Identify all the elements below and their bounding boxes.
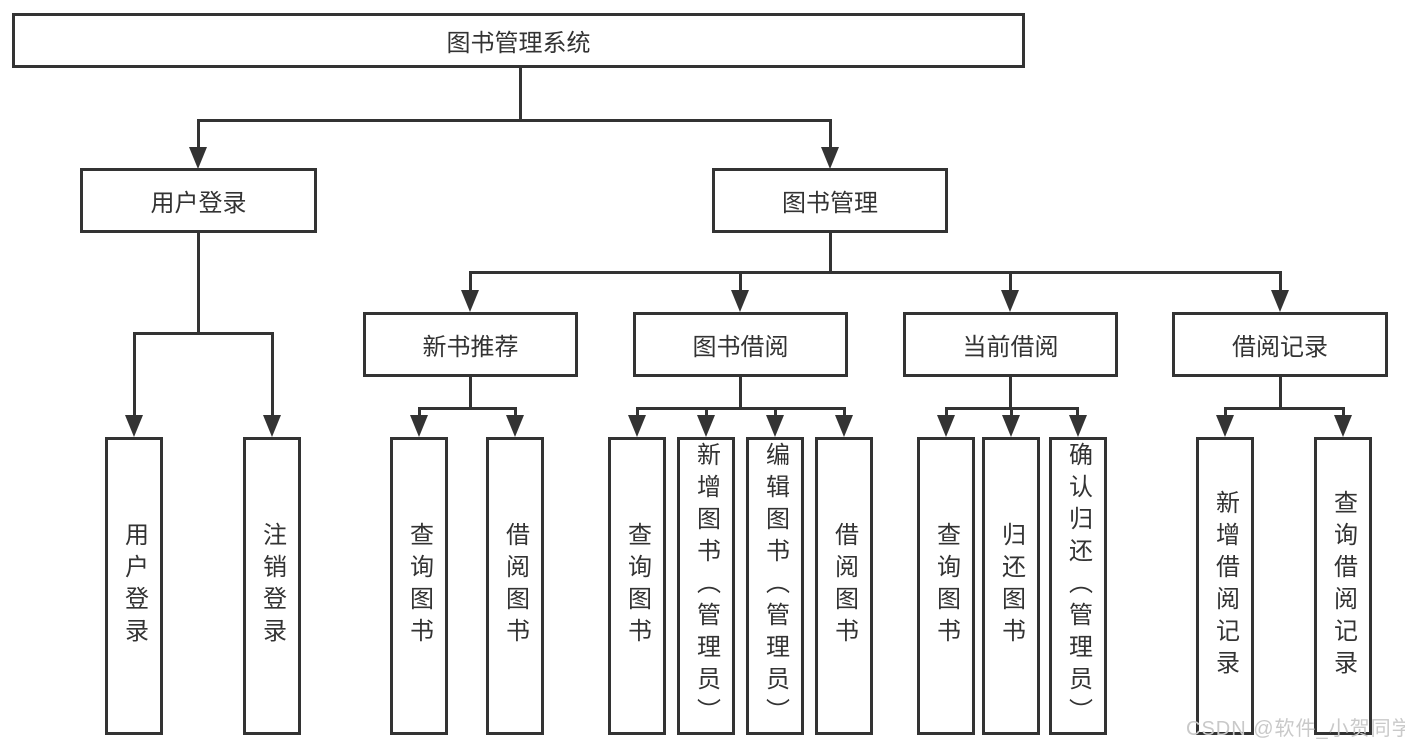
connector-drop [705,407,708,417]
arrowhead-down-icon [628,415,646,437]
arrowhead-down-icon [731,290,749,312]
arrowhead-down-icon [766,415,784,437]
arrowhead-down-icon [410,415,428,437]
arrowhead-down-icon [835,415,853,437]
connector-drop [1009,271,1012,293]
leaf-confirm-return-admin: 确认归还（管理员） [1049,437,1107,735]
connector-stem [469,376,472,409]
arrowhead-down-icon [1334,415,1352,437]
leaf-edit-book-admin: 编辑图书（管理员） [746,437,804,735]
arrowhead-down-icon [1069,415,1087,437]
leaf-add-borrow-record: 新增借阅记录 [1196,437,1254,735]
connector-drop [133,332,136,417]
connector-stem [1009,376,1012,409]
leaf-user-login: 用户登录 [105,437,163,735]
arrowhead-down-icon [697,415,715,437]
leaf-logout: 注销登录 [243,437,301,735]
node-borrowing-records: 借阅记录 [1172,312,1388,377]
arrowhead-down-icon [1271,290,1289,312]
connector-stem [1279,376,1282,409]
connector-user-login-stem [197,231,200,334]
leaf-borrow-book-recommend: 借阅图书 [486,437,544,735]
connector-drop [197,119,200,149]
connector-user-login-branch [133,332,274,335]
arrowhead-down-icon [506,415,524,437]
leaf-return-book: 归还图书 [982,437,1040,735]
connector-drop [636,407,639,417]
arrowhead-down-icon [189,147,207,169]
node-new-book-recommendation: 新书推荐 [363,312,578,377]
leaf-query-book-current: 查询图书 [917,437,975,735]
arrowhead-down-icon [1001,290,1019,312]
arrowhead-down-icon [263,415,281,437]
connector-book-management-stem [829,231,832,273]
leaf-query-book-recommend: 查询图书 [390,437,448,735]
connector-branch [418,407,517,410]
node-user-login: 用户登录 [80,168,317,233]
connector-drop [1076,407,1079,417]
arrowhead-down-icon [125,415,143,437]
connector-drop [945,407,948,417]
node-book-management: 图书管理 [712,168,948,233]
connector-level2-branch [469,271,1281,274]
connector-drop [469,271,472,293]
connector-branch [1224,407,1344,410]
connector-drop [1224,407,1227,417]
csdn-watermark: CSDN @软件_小贺同学 [1186,718,1405,740]
leaf-add-book-admin: 新增图书（管理员） [677,437,735,735]
connector-drop [271,332,274,417]
connector-root-trunk [519,68,522,122]
connector-drop [418,407,421,417]
connector-drop [1342,407,1345,417]
connector-drop [739,271,742,293]
node-book-borrowing: 图书借阅 [633,312,848,377]
arrowhead-down-icon [1002,415,1020,437]
connector-drop [1279,271,1282,293]
arrowhead-down-icon [937,415,955,437]
leaf-query-borrow-record: 查询借阅记录 [1314,437,1372,735]
connector-drop [829,119,832,149]
connector-stem [739,376,742,409]
leaf-query-book-borrow: 查询图书 [608,437,666,735]
node-library-management-system: 图书管理系统 [12,13,1025,68]
arrowhead-down-icon [1216,415,1234,437]
arrowhead-down-icon [821,147,839,169]
arrowhead-down-icon [461,290,479,312]
connector-drop [1010,407,1013,417]
leaf-borrow-book: 借阅图书 [815,437,873,735]
connector-drop [514,407,517,417]
node-current-borrowing: 当前借阅 [903,312,1118,377]
connector-drop [774,407,777,417]
connector-level1-branch [197,119,831,122]
connector-branch [636,407,845,410]
connector-drop [843,407,846,417]
